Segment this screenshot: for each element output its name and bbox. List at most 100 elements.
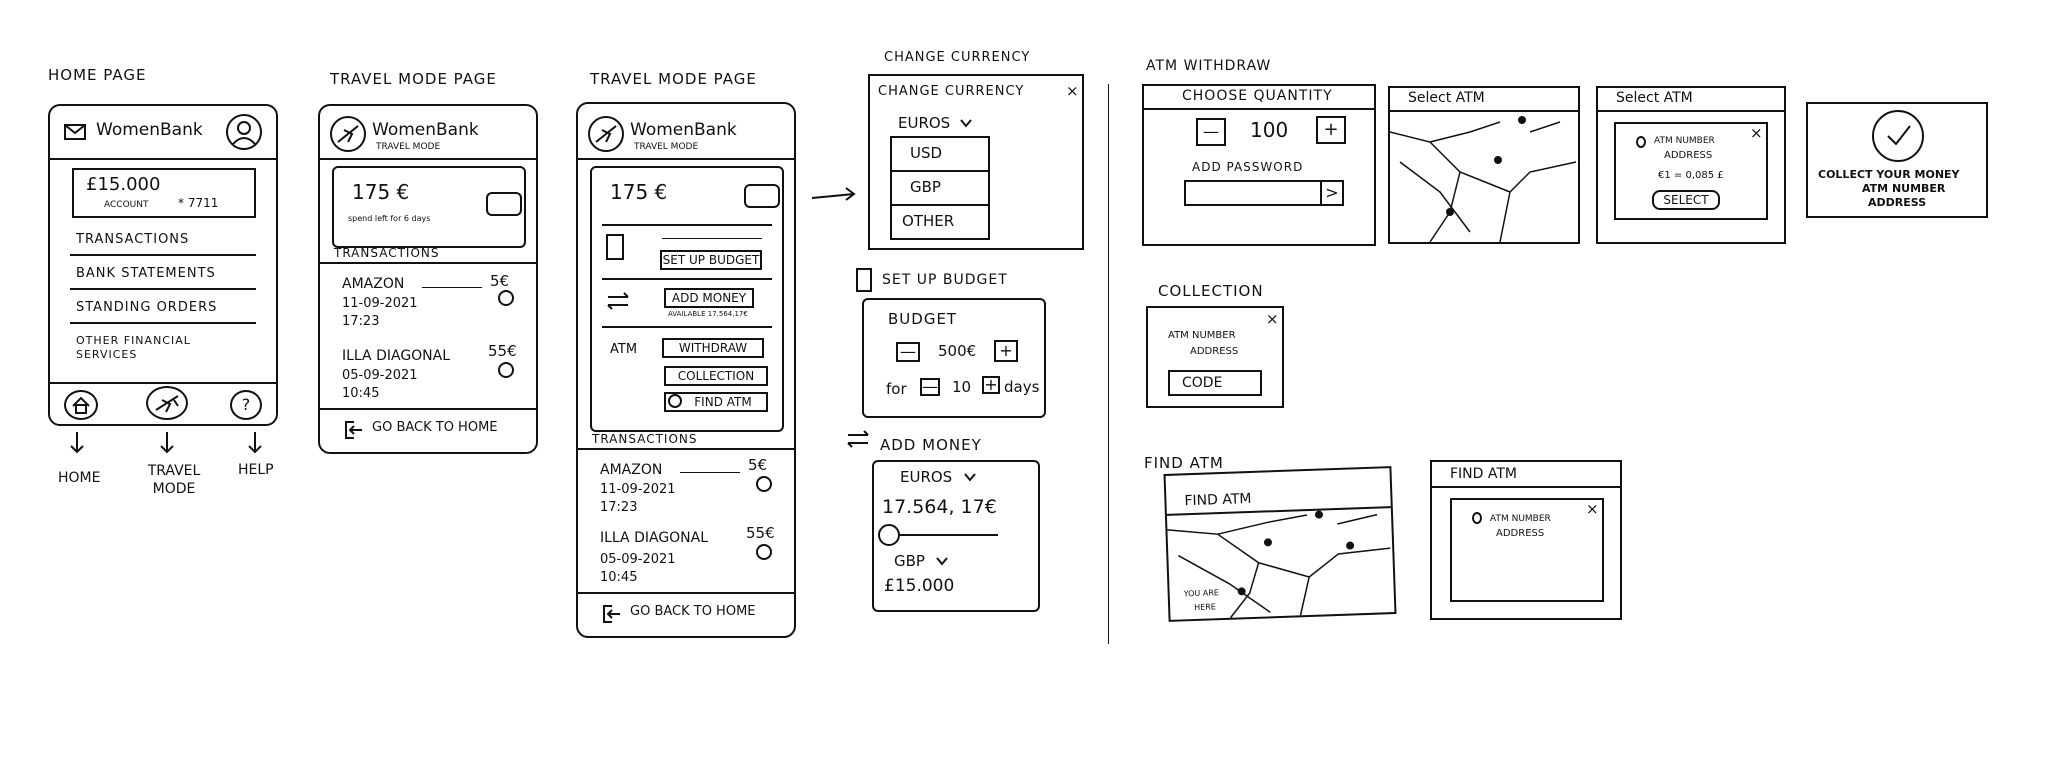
flow-arrow-icon: [811, 187, 856, 204]
travel-nav-label: TRAVEL MODE: [147, 463, 201, 497]
transaction-name[interactable]: AMAZON: [342, 276, 405, 292]
collection-button[interactable]: COLLECTION: [664, 366, 768, 386]
budget-plus-button[interactable]: +: [994, 340, 1018, 362]
setup-budget-section-title: SET UP BUDGET: [882, 272, 1008, 288]
info-icon[interactable]: [498, 290, 514, 306]
days-minus-button[interactable]: —: [920, 377, 940, 396]
budget-minus-button[interactable]: —: [896, 342, 920, 362]
close-icon[interactable]: ×: [1750, 124, 1763, 142]
transaction-amount: 5€: [490, 272, 510, 290]
profile-avatar-icon[interactable]: [226, 114, 262, 150]
mail-icon[interactable]: [64, 124, 86, 140]
selected-currency[interactable]: EUROS: [898, 114, 951, 132]
setup-budget-button[interactable]: SET UP BUDGET: [660, 250, 762, 270]
close-icon[interactable]: ×: [1266, 310, 1279, 328]
checkmark-icon: [1872, 110, 1924, 162]
atm-map-icon[interactable]: [1167, 508, 1394, 620]
change-currency-dialog: CHANGE CURRENCY × EUROS USD GBP OTHER: [868, 74, 1084, 250]
days-plus-button[interactable]: +: [982, 376, 1000, 394]
atm-detail-card: × ATM NUMBER ADDRESS €1 = 0,085 £ SELECT: [1614, 122, 1768, 220]
find-atm-map: FIND ATM YOU ARE HERE: [1163, 466, 1397, 622]
world-map-icon[interactable]: [744, 184, 780, 208]
collect-money-confirmation: COLLECT YOUR MONEY ATM NUMBER ADDRESS: [1806, 102, 1988, 218]
you-are-label: YOU ARE: [1183, 588, 1220, 599]
travel-mode-icon: [588, 116, 624, 152]
change-currency-header: CHANGE CURRENCY: [878, 84, 1025, 99]
select-atm-button[interactable]: SELECT: [1652, 190, 1720, 210]
info-icon[interactable]: [756, 544, 772, 560]
info-icon[interactable]: [498, 362, 514, 378]
choose-quantity-dialog: CHOOSE QUANTITY — 100 + ADD PASSWORD >: [1142, 84, 1376, 246]
world-map-icon[interactable]: [486, 192, 522, 216]
arrow-down-icon: [160, 432, 174, 454]
collection-dialog: × ATM NUMBER ADDRESS CODE: [1146, 306, 1284, 408]
quantity-minus-button[interactable]: —: [1196, 118, 1226, 146]
close-icon[interactable]: ×: [1066, 82, 1079, 100]
password-submit-button[interactable]: >: [1320, 180, 1344, 206]
menu-other-financial-services[interactable]: OTHER FINANCIAL SERVICES: [76, 334, 191, 361]
transaction-name[interactable]: AMAZON: [600, 462, 663, 478]
close-icon[interactable]: ×: [1586, 500, 1599, 518]
atm-map-icon[interactable]: [1389, 112, 1578, 244]
code-field[interactable]: CODE: [1168, 370, 1262, 396]
collect-address: ADDRESS: [1868, 196, 1927, 209]
back-arrow-icon[interactable]: [344, 420, 364, 440]
currency-option[interactable]: GBP: [910, 178, 941, 196]
add-money-button[interactable]: ADD MONEY: [664, 288, 754, 308]
withdraw-button[interactable]: WITHDRAW: [662, 338, 764, 358]
select-atm-title: Select ATM: [1616, 90, 1693, 106]
to-currency[interactable]: GBP: [894, 552, 925, 570]
back-arrow-icon[interactable]: [602, 604, 622, 624]
find-atm-button[interactable]: FIND ATM: [664, 392, 768, 412]
go-back-home-link[interactable]: GO BACK TO HOME: [630, 604, 756, 619]
go-back-home-link[interactable]: GO BACK TO HOME: [372, 420, 498, 435]
menu-bank-statements[interactable]: BANK STATEMENTS: [76, 266, 216, 281]
travel-budget-card[interactable]: 175 € spend left for 6 days: [332, 166, 526, 248]
balance-amount: £15.000: [86, 174, 161, 195]
swap-icon[interactable]: [878, 524, 900, 546]
home-phone: WomenBank £15.000 ACCOUNT * 7711 TRANSAC…: [48, 104, 278, 426]
travel-mode-subtitle: TRAVEL MODE: [634, 142, 699, 152]
transaction-name[interactable]: ILLA DIAGONAL: [342, 348, 451, 364]
menu-standing-orders[interactable]: STANDING ORDERS: [76, 300, 218, 315]
currency-options-list: USD GBP OTHER: [890, 136, 990, 240]
from-amount[interactable]: 17.564, 17€: [882, 496, 997, 518]
home-nav-label: HOME: [58, 470, 101, 486]
select-atm-map: Select ATM: [1388, 86, 1580, 244]
home-nav-icon[interactable]: [64, 390, 98, 420]
menu-transactions[interactable]: TRANSACTIONS: [76, 232, 190, 247]
exchange-arrows-icon: [846, 430, 870, 448]
chevron-down-icon[interactable]: [964, 472, 976, 482]
help-nav-label: HELP: [238, 462, 274, 478]
quantity-plus-button[interactable]: +: [1316, 116, 1346, 144]
atm-number: ATM NUMBER: [1654, 136, 1715, 146]
location-pin-icon: [1636, 136, 1646, 148]
from-currency[interactable]: EUROS: [900, 468, 953, 486]
chevron-down-icon[interactable]: [960, 118, 972, 128]
collection-section-title: COLLECTION: [1158, 282, 1264, 300]
chevron-down-icon[interactable]: [936, 556, 948, 566]
to-amount: £15.000: [884, 576, 955, 596]
atm-number: ATM NUMBER: [1490, 514, 1551, 524]
arrow-down-icon: [70, 432, 84, 454]
balance-card[interactable]: £15.000 ACCOUNT * 7711: [72, 168, 256, 218]
budget-for-label: for: [886, 380, 907, 398]
transactions-title: TRANSACTIONS: [592, 432, 698, 446]
travel2-phone: WomenBank TRAVEL MODE 175 € SET UP BUDGE…: [576, 102, 796, 638]
account-label: ACCOUNT: [104, 200, 149, 210]
currency-option[interactable]: USD: [910, 144, 943, 162]
help-nav-icon[interactable]: ?: [230, 390, 262, 420]
app-name: WomenBank: [630, 120, 737, 140]
password-input[interactable]: [1184, 180, 1344, 206]
days-label: days: [1004, 378, 1040, 396]
info-icon[interactable]: [756, 476, 772, 492]
add-money-section-title: ADD MONEY: [880, 436, 982, 454]
app-name: WomenBank: [372, 120, 479, 140]
arrow-down-icon: [248, 432, 262, 454]
transaction-name[interactable]: ILLA DIAGONAL: [600, 530, 709, 546]
transaction-amount: 55€: [746, 524, 775, 542]
collect-atm-number: ATM NUMBER: [1862, 182, 1946, 195]
find-atm-section-title: FIND ATM: [1144, 454, 1224, 472]
travel-nav-icon[interactable]: [146, 386, 188, 420]
currency-option[interactable]: OTHER: [902, 212, 955, 230]
